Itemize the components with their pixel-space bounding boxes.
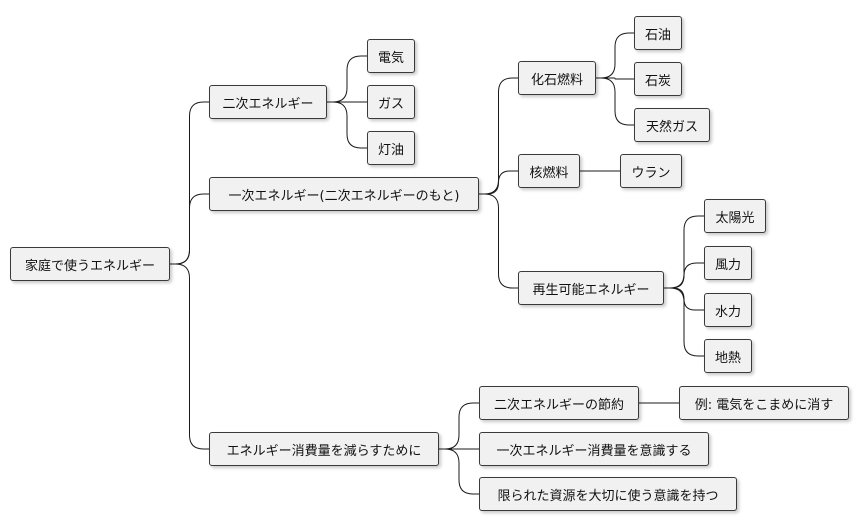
connector-line xyxy=(439,402,479,450)
connector-line xyxy=(170,193,209,265)
saving-example-node: 例: 電気をこまめに消す xyxy=(679,386,849,420)
wind-node: 風力 xyxy=(704,246,752,280)
connector-line xyxy=(479,193,518,289)
connector-line xyxy=(596,32,634,79)
kerosene-node: 灯油 xyxy=(367,131,415,165)
connector-line xyxy=(664,287,704,357)
connector-line xyxy=(596,77,634,80)
secondary-energy-node: 二次エネルギー xyxy=(209,85,327,119)
connector-line xyxy=(327,101,367,149)
connector-line xyxy=(596,77,634,126)
primary-energy-node: 一次エネルギー(二次エネルギーのもと) xyxy=(209,177,479,211)
primary-awareness-node: 一次エネルギー消費量を意識する xyxy=(479,432,709,466)
nuclear-fuel-node: 核燃料 xyxy=(518,154,580,188)
uranium-node: ウラン xyxy=(620,154,682,188)
electricity-node: 電気 xyxy=(367,39,415,73)
connector-line xyxy=(479,77,518,195)
hydro-node: 水力 xyxy=(704,293,752,327)
coal-node: 石炭 xyxy=(634,62,682,96)
fossil-fuel-node: 化石燃料 xyxy=(518,61,596,95)
connector-line xyxy=(439,448,479,495)
gas-node: ガス xyxy=(367,85,415,119)
secondary-saving-node: 二次エネルギーの節約 xyxy=(479,386,639,420)
solar-node: 太陽光 xyxy=(704,199,766,233)
geothermal-node: 地熱 xyxy=(704,339,752,373)
oil-node: 石油 xyxy=(634,16,682,50)
connector-line xyxy=(170,263,209,450)
connector-line xyxy=(327,55,367,103)
natural-gas-node: 天然ガス xyxy=(634,108,710,142)
renewable-energy-node: 再生可能エネルギー xyxy=(518,271,664,305)
resource-care-node: 限られた資源を大切に使う意識を持つ xyxy=(479,477,737,511)
connector-line xyxy=(664,262,704,289)
root-node: 家庭で使うエネルギー xyxy=(10,247,170,281)
reduce-consumption-node: エネルギー消費量を減らすために xyxy=(209,432,439,466)
connector-line xyxy=(479,170,518,195)
